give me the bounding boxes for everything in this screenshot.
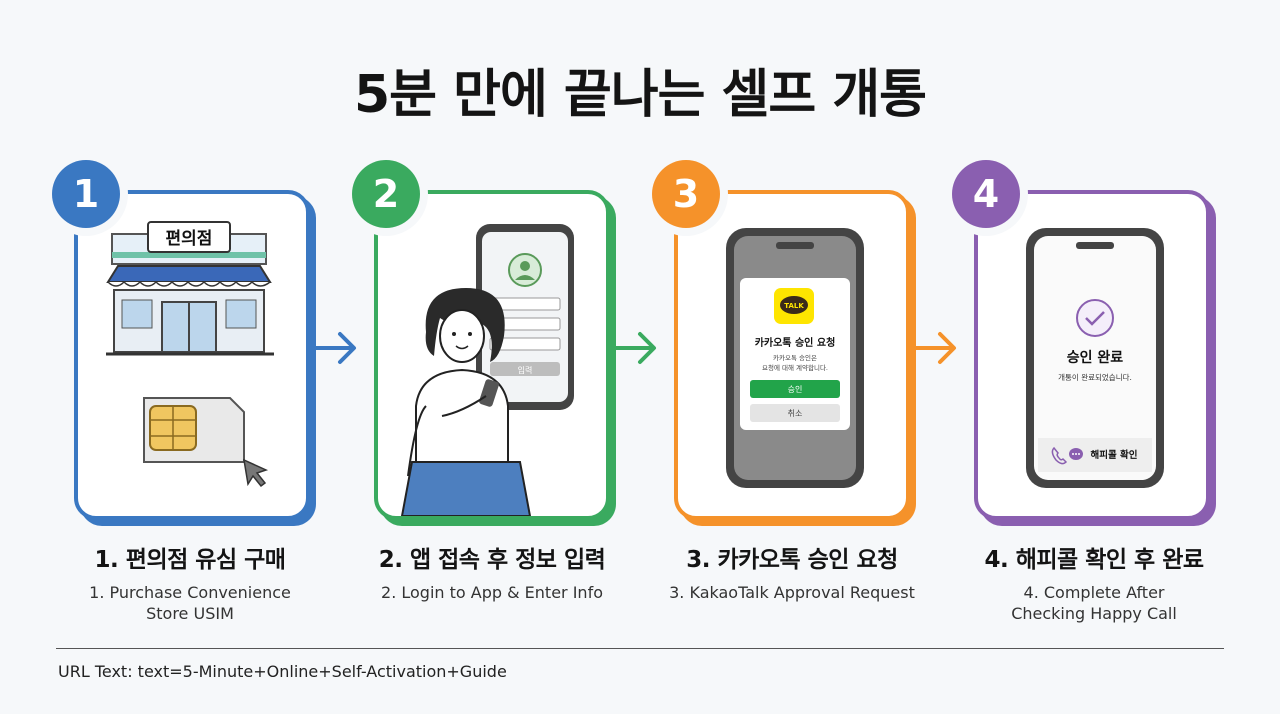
kakaotalk-logo: TALK [774, 288, 814, 324]
footer-divider [56, 648, 1224, 649]
login-button-label: 입력 [518, 365, 533, 375]
step-2-number-badge: 2 [352, 160, 420, 228]
step-3: TALK 카카오톡 승인 요청 카카오톡 승인은 요청에 대해 계약합니다. 승… [652, 160, 916, 530]
user-avatar-icon [508, 253, 542, 287]
complete-body: 개통이 완료되었습니다. [1058, 372, 1132, 382]
step-3-card: TALK 카카오톡 승인 요청 카카오톡 승인은 요청에 대해 계약합니다. 승… [674, 190, 910, 520]
step-1-title: 1. 편의점 유심 구매 [94, 547, 286, 573]
phone-icon: 입력 [476, 224, 574, 410]
step-3-number-badge: 3 [652, 160, 720, 228]
cursor-icon [243, 458, 269, 488]
usim-card-icon [143, 397, 245, 463]
step-4: 승인 완료 개통이 완료되었습니다. 해피콜 확인 4 [952, 160, 1216, 530]
complete-title: 승인 완료 [1067, 349, 1124, 366]
step-3-subtitle: 3. KakaoTalk Approval Request [669, 583, 915, 602]
step-1: 편의점 1 [52, 160, 316, 530]
store-sign-text: 편의점 [166, 229, 213, 249]
kakao-logo-text: TALK [784, 302, 804, 310]
cancel-button-label: 취소 [788, 409, 803, 418]
page-title: 5분 만에 끝나는 셀프 개통 [354, 65, 927, 125]
phone-icon: TALK 카카오톡 승인 요청 카카오톡 승인은 요청에 대해 계약합니다. 승… [726, 228, 864, 488]
step-2-subtitle: 2. Login to App & Enter Info [381, 583, 603, 602]
cancel-button[interactable]: 취소 [750, 404, 840, 422]
approve-button-label: 승인 [788, 384, 803, 394]
convenience-store-icon: 편의점 [106, 221, 274, 356]
woman-with-phone-illustration [400, 288, 532, 516]
check-circle-icon [1076, 299, 1114, 337]
step-3-title: 3. 카카오톡 승인 요청 [686, 547, 898, 573]
step-4-card: 승인 완료 개통이 완료되었습니다. 해피콜 확인 [974, 190, 1210, 520]
arrow-right-icon [312, 332, 356, 364]
phone-icon: 승인 완료 개통이 완료되었습니다. 해피콜 확인 [1026, 228, 1164, 488]
approve-button[interactable]: 승인 [750, 380, 840, 398]
arrow-right-icon [612, 332, 656, 364]
phone-call-icon [1051, 446, 1068, 465]
step-2-title: 2. 앱 접속 후 정보 입력 [378, 547, 606, 573]
dialog-body-line-2: 요청에 대해 계약합니다. [762, 363, 828, 372]
arrow-right-icon [912, 332, 956, 364]
step-1-card: 편의점 [74, 190, 310, 520]
chat-bubble-icon [1069, 448, 1083, 460]
step-2-card: 입력 [374, 190, 610, 520]
step-1-subtitle: 1. Purchase Convenience Store USIM [89, 583, 291, 623]
step-4-title: 4. 해피콜 확인 후 완료 [984, 547, 1204, 573]
dialog-title: 카카오톡 승인 요청 [755, 336, 836, 349]
step-2: 입력 2 [352, 160, 616, 530]
step-4-number-badge: 4 [952, 160, 1020, 228]
step-1-number-badge: 1 [52, 160, 120, 228]
happy-call-label: 해피콜 확인 [1090, 449, 1137, 461]
footer-url-text: URL Text: text=5-Minute+Online+Self-Acti… [58, 662, 507, 681]
dialog-body-line-1: 카카오톡 승인은 [773, 353, 817, 362]
step-4-subtitle: 4. Complete After Checking Happy Call [1011, 583, 1177, 623]
